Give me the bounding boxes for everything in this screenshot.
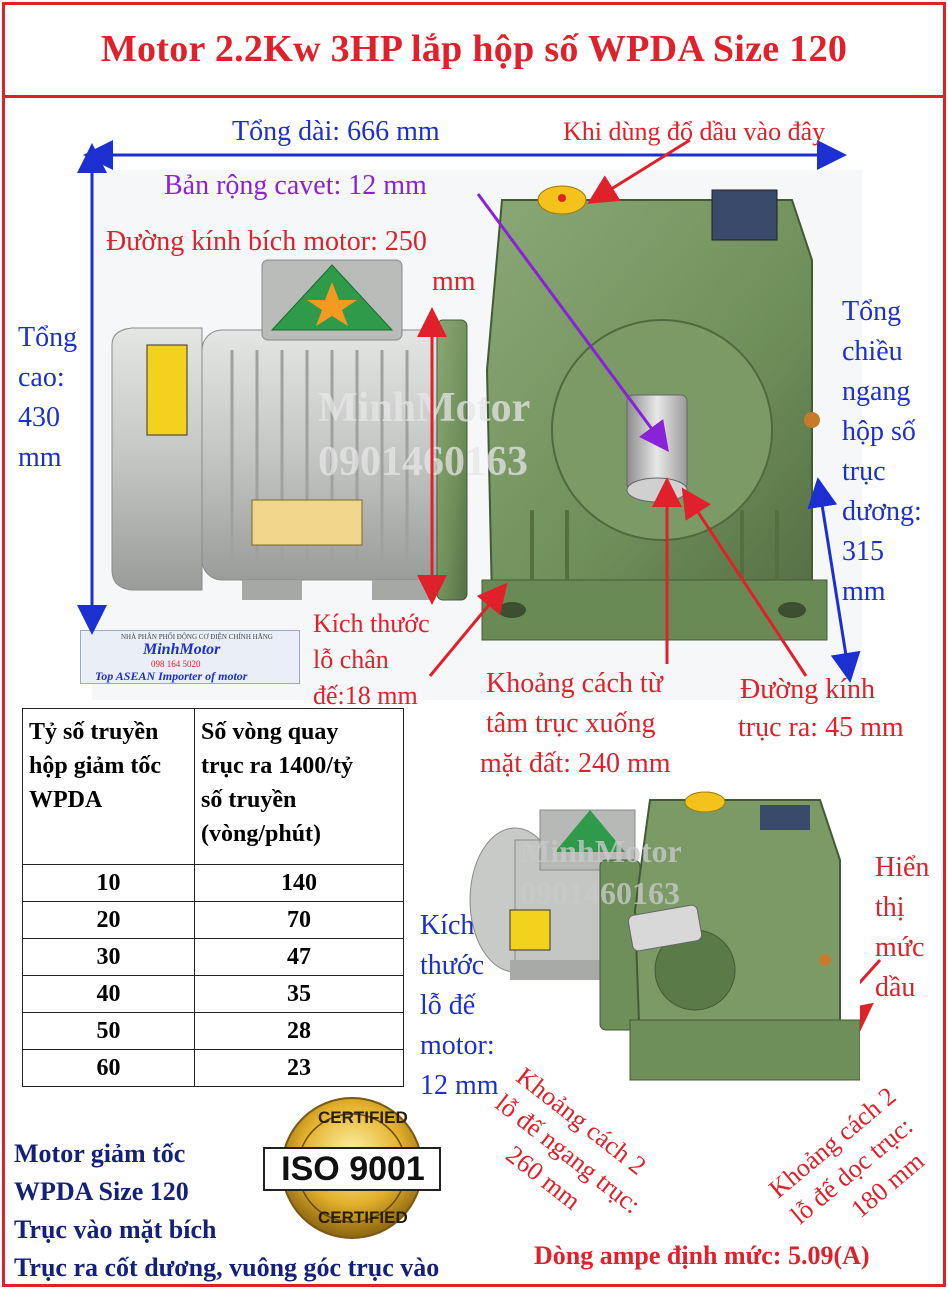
ratio-cell: 60 — [22, 1049, 195, 1087]
watermark-brand-small: MinhMotor — [520, 833, 682, 869]
header-rpm-line: (vòng/phút) — [201, 821, 322, 847]
rpm-cell: 23 — [194, 1049, 404, 1087]
rpm-cell: 35 — [194, 975, 404, 1013]
shaft-height-label-1: Khoảng cách từ — [486, 668, 663, 699]
foot-hole-label-3: đế:18 mm — [313, 681, 418, 710]
table-header-ratio: Tỷ số truyền hộp giảm tốc WPDA — [22, 708, 195, 865]
shaft-height-label-3: mặt đất: 240 mm — [480, 748, 671, 779]
rpm-cell: 28 — [194, 1012, 404, 1050]
gearbox-width-line: Tổng — [842, 296, 902, 327]
gearbox-width-line: hộp số — [842, 416, 916, 447]
shaft-height-label-2: tâm trục xuống — [486, 708, 656, 739]
header-ratio-line: WPDA — [29, 787, 103, 813]
header-ratio-line: Tỷ số truyền — [29, 719, 159, 745]
iso-bottom-text: CERTIFIED — [318, 1208, 408, 1227]
ratio-cell: 20 — [22, 901, 195, 939]
gearbox-width-label: Tổng chiều ngang hộp số trục dương: 315 … — [842, 292, 922, 612]
header-rpm-line: Số vòng quay — [201, 719, 339, 745]
rpm-cell: 47 — [194, 938, 404, 976]
iso-mid-text: ISO 9001 — [281, 1150, 425, 1188]
importer-top-text: NHÀ PHÂN PHỐI ĐỘNG CƠ ĐIỆN CHÍNH HÃNG — [121, 633, 273, 641]
table-header-rpm: Số vòng quay trục ra 1400/tỷ số truyền (… — [194, 708, 404, 865]
flange-diameter-label-1: Đường kính bích motor: 250 — [106, 226, 427, 257]
motor-base-hole-line: Kích — [420, 910, 475, 941]
ratio-cell: 40 — [22, 975, 195, 1013]
rpm-cell: 70 — [194, 901, 404, 939]
rpm-cell: 140 — [194, 864, 404, 902]
title-bar: Motor 2.2Kw 3HP lắp hộp số WPDA Size 120 — [2, 2, 946, 98]
importer-text: Top ASEAN Importer of motor — [95, 669, 248, 683]
gearbox-width-line: mm — [842, 576, 886, 607]
motor-base-hole-line: lỗ đế — [420, 990, 476, 1021]
watermark-phone-small: 0901460163 — [520, 875, 680, 911]
gearbox-width-line: trục — [842, 456, 886, 487]
footer-line-2: WPDA Size 120 — [14, 1177, 189, 1206]
header-ratio-line: hộp giảm tốc — [29, 753, 161, 779]
total-height-label-2: cao: — [18, 362, 65, 393]
foot-hole-label-2: lỗ chân — [313, 645, 389, 674]
footer-line-1: Motor giảm tốc — [14, 1139, 186, 1168]
oil-level-label: Hiển thị mức dầu — [875, 848, 929, 1008]
total-length-label: Tổng dài: 666 mm — [232, 116, 440, 147]
motor-base-hole-line: motor: — [420, 1030, 495, 1061]
footer-line-4: Trục ra cốt dương, vuông góc trục vào — [14, 1253, 440, 1282]
header-rpm-line: trục ra 1400/tỷ — [201, 753, 353, 779]
ratio-cell: 10 — [22, 864, 195, 902]
ratio-table: Tỷ số truyền hộp giảm tốc WPDA Số vòng q… — [22, 708, 404, 1087]
oil-fill-label: Khi dùng đổ dầu vào đây — [563, 117, 826, 146]
foot-hole-label-1: Kích thước — [313, 609, 430, 638]
gearbox-width-line: dương: — [842, 496, 922, 527]
oil-level-line: mức — [875, 932, 925, 963]
motor-base-hole-line: 12 mm — [420, 1070, 499, 1101]
importer-badge: NHÀ PHÂN PHỐI ĐỘNG CƠ ĐIỆN CHÍNH HÃNG Mi… — [80, 630, 300, 684]
gearbox-width-line: 315 — [842, 536, 884, 567]
table-header-row: Tỷ số truyền hộp giảm tốc WPDA Số vòng q… — [22, 708, 404, 865]
header-rpm-line: số truyền — [201, 787, 297, 813]
motor-base-hole-line: thước — [420, 950, 485, 981]
output-shaft-label-2: trục ra: 45 mm — [738, 712, 904, 743]
output-shaft-label-1: Đường kính — [740, 674, 875, 705]
importer-brand: MinhMotor — [143, 641, 221, 658]
key-width-label: Bản rộng cavet: 12 mm — [164, 170, 427, 201]
footer-line-3: Trục vào mặt bích — [14, 1215, 217, 1244]
rated-current-label: Dòng ampe định mức: 5.09(A) — [534, 1241, 870, 1270]
secondary-product-photo — [440, 780, 860, 1100]
ratio-cell: 30 — [22, 938, 195, 976]
oil-level-line: dầu — [875, 972, 916, 1003]
ratio-cell: 50 — [22, 1012, 195, 1050]
oil-level-line: Hiển — [875, 852, 930, 883]
total-height-label-1: Tổng — [18, 322, 78, 353]
iso-top-text: CERTIFIED — [318, 1108, 408, 1127]
gearbox-width-line: ngang — [842, 376, 911, 407]
oil-level-line: thị — [875, 892, 905, 923]
total-height-label-3: 430 — [18, 402, 60, 433]
importer-phone: 098 164 5020 — [151, 659, 201, 669]
total-height-label-4: mm — [18, 442, 62, 473]
page-title: Motor 2.2Kw 3HP lắp hộp số WPDA Size 120 — [100, 27, 848, 70]
flange-diameter-label-2: mm — [432, 266, 476, 297]
iso-9001-badge — [263, 1097, 441, 1239]
gearbox-width-line: chiều — [842, 336, 903, 367]
motor-base-hole-label: Kích thước lỗ đế motor: 12 mm — [420, 906, 499, 1106]
